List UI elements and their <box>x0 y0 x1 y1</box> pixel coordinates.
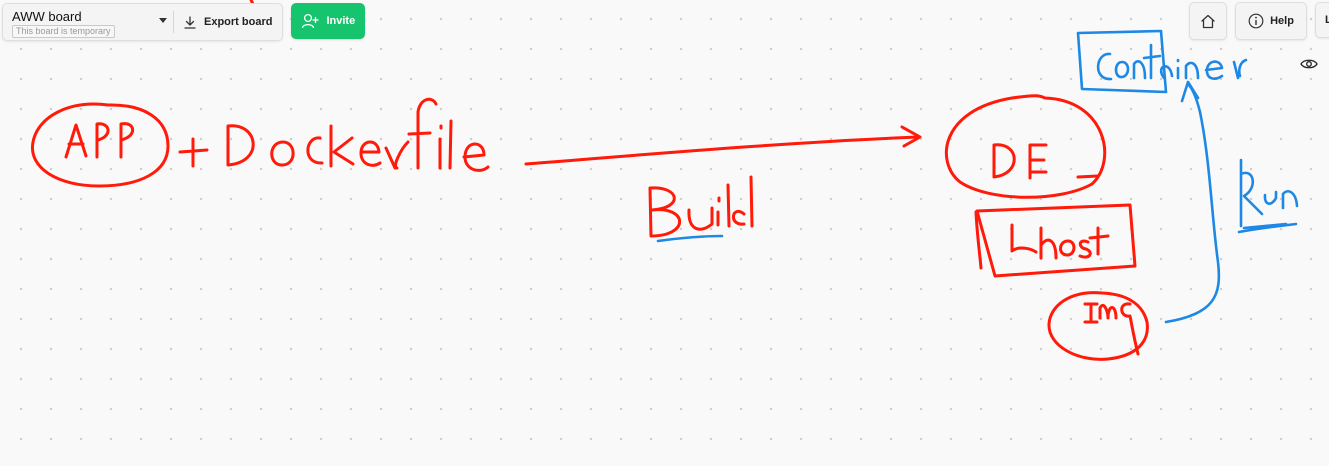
app-text <box>64 122 135 159</box>
help-label: Help <box>1270 15 1294 27</box>
dockerfile-text <box>226 97 490 172</box>
invite-button[interactable]: Invite <box>291 3 366 39</box>
home-icon <box>1200 14 1216 29</box>
info-icon <box>1248 13 1264 29</box>
app-ellipse <box>30 102 170 188</box>
view-toggle[interactable] <box>1298 54 1320 74</box>
toolbar-divider <box>173 11 174 33</box>
build-underline <box>656 234 724 243</box>
board-controls: AWW board This board is temporary Export… <box>2 3 284 41</box>
cut-off-toolbar-button[interactable]: Lo <box>1315 2 1329 38</box>
df-text <box>992 143 1100 180</box>
top-left-toolbar: AWW board This board is temporary Export… <box>2 3 366 41</box>
download-icon <box>184 15 196 29</box>
run-underline <box>1237 222 1298 234</box>
df-ellipse <box>945 94 1107 199</box>
eye-icon <box>1300 58 1318 70</box>
board-menu-dropdown[interactable]: AWW board This board is temporary <box>3 4 173 40</box>
home-button[interactable] <box>1189 2 1227 40</box>
export-board-label: Export board <box>204 16 273 28</box>
img-text <box>1083 302 1140 356</box>
cut-off-label: Lo <box>1325 14 1329 26</box>
board-name: AWW board <box>12 9 82 24</box>
help-button[interactable]: Help <box>1235 2 1307 40</box>
build-arrow <box>524 125 922 166</box>
img-ellipse <box>1047 291 1149 361</box>
run-arrow <box>1164 80 1221 324</box>
build-text <box>648 175 754 238</box>
chevron-down-icon <box>159 18 167 23</box>
top-right-toolbar: Help Lo <box>1189 2 1329 40</box>
temporary-board-badge: This board is temporary <box>12 25 115 38</box>
export-board-button[interactable]: Export board <box>174 4 282 40</box>
run-text <box>1239 158 1299 228</box>
lhost-text <box>1010 223 1110 260</box>
container-text <box>1096 43 1248 81</box>
container-box <box>1076 29 1168 94</box>
invite-label: Invite <box>326 15 356 27</box>
add-user-icon <box>301 13 319 29</box>
plus-sign <box>178 137 209 168</box>
lhost-box <box>974 203 1137 278</box>
